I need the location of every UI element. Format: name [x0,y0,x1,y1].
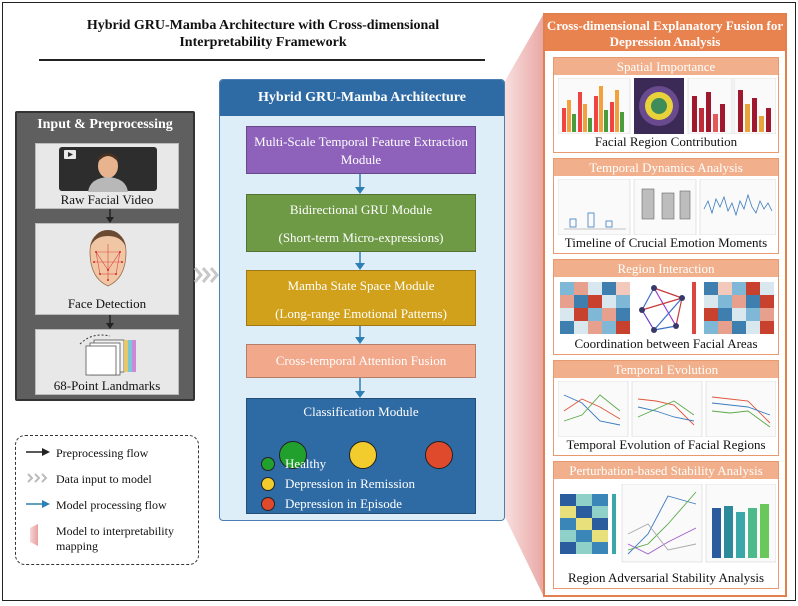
temporal-dynamics-title: Temporal Dynamics Analysis [554,159,778,176]
title-divider [39,59,485,61]
raw-video-card: Raw Facial Video [35,143,179,209]
class-label-healthy: Healthy [285,456,327,471]
spatial-importance-caption: Facial Region Contribution [594,134,738,149]
classification-title: Classification Module [303,404,419,419]
interpretability-mapping-connector [505,15,543,595]
legend: Preprocessing flow Data input to model M… [15,435,199,565]
architecture-title: Hybrid GRU-Mamba Architecture [220,80,504,116]
model-arrow-3 [355,326,365,344]
data-input-chevrons [193,267,219,283]
episode-legend-dot [261,497,275,511]
spatial-importance-thumbnail [558,78,776,134]
input-panel-title: Input & Preprocessing [37,117,173,132]
blue-arrow-icon [26,500,50,508]
region-interaction-panel: Region Interaction [553,259,779,355]
temporal-evolution-title: Temporal Evolution [554,361,778,378]
legend-item-preprocessing: Preprocessing flow [26,446,148,462]
region-interaction-title: Region Interaction [554,260,778,277]
explanatory-fusion-panel: Cross-dimensional Explanatory Fusion for… [543,13,787,597]
perturbation-stability-panel: Perturbation-based Stability Analysis [553,461,779,589]
legend-item-data-input: Data input to model [26,472,152,488]
figure-title: Hybrid GRU-Mamba Architecture with Cross… [86,18,440,50]
region-interaction-thumbnail [560,282,774,334]
temporal-dynamics-panel: Temporal Dynamics Analysis Timeline of C… [553,158,779,254]
healthy-legend-dot [261,457,275,471]
remission-legend-dot [261,477,275,491]
face-detection-label: Face Detection [67,296,147,311]
input-preprocessing-panel: Input & Preprocessing Raw Facial Video [15,111,195,401]
episode-indicator [425,441,453,469]
class-label-episode: Depression in Episode [285,496,402,511]
temporal-evolution-panel: Temporal Evolution Temporal Evolution of… [553,360,779,456]
bidirectional-gru-module: Bidirectional GRU Module (Short-term Mic… [246,194,476,252]
landmarks-label: 68-Point Landmarks [53,378,161,393]
healthy-indicator [279,441,307,469]
preprocess-arrow-1 [106,209,114,223]
temporal-dynamics-thumbnail [558,179,776,235]
spatial-importance-panel: Spatial Importance [553,57,779,153]
mapping-trapezoid-icon [30,524,38,546]
landmarks-card: 68-Point Landmarks [35,329,179,395]
landmark-stack-icon [79,334,136,376]
face-mesh-icon [89,230,127,287]
hybrid-architecture-panel: Hybrid GRU-Mamba Architecture Multi-Scal… [219,79,505,521]
black-arrow-icon [26,448,50,456]
perturbation-stability-caption: Region Adversarial Stability Analysis [567,570,765,585]
video-frame-icon [59,147,157,192]
perturbation-stability-thumbnail [560,484,776,563]
face-detection-card: Face Detection [35,223,179,315]
model-arrow-2 [355,252,365,270]
perturbation-stability-title: Perturbation-based Stability Analysis [554,462,778,479]
temporal-dynamics-caption: Timeline of Crucial Emotion Moments [564,235,768,250]
legend-item-interpretability-mapping: Model to interpretability mapping [26,524,174,553]
fusion-title: Cross-dimensional Explanatory Fusion for… [545,15,785,51]
classification-module: Classification Module Healthy Depression… [246,398,476,514]
mamba-state-space-module: Mamba State Space Module (Long-range Emo… [246,270,476,326]
temporal-feature-module: Multi-Scale Temporal Feature Extraction … [246,126,476,174]
region-interaction-caption: Coordination between Facial Areas [574,336,758,351]
preprocess-arrow-2 [106,315,114,329]
raw-video-label: Raw Facial Video [60,192,154,207]
spatial-importance-title: Spatial Importance [554,58,778,75]
chevron-arrow-icon [27,473,48,483]
remission-indicator [349,441,377,469]
class-label-remission: Depression in Remission [285,476,415,491]
cross-temporal-attention-module: Cross-temporal Attention Fusion [246,344,476,378]
temporal-evolution-caption: Temporal Evolution of Facial Regions [566,437,766,452]
legend-item-model-processing: Model processing flow [26,498,167,514]
temporal-evolution-thumbnail [558,381,776,437]
model-arrow-4 [355,378,365,398]
model-arrow-1 [355,174,365,194]
